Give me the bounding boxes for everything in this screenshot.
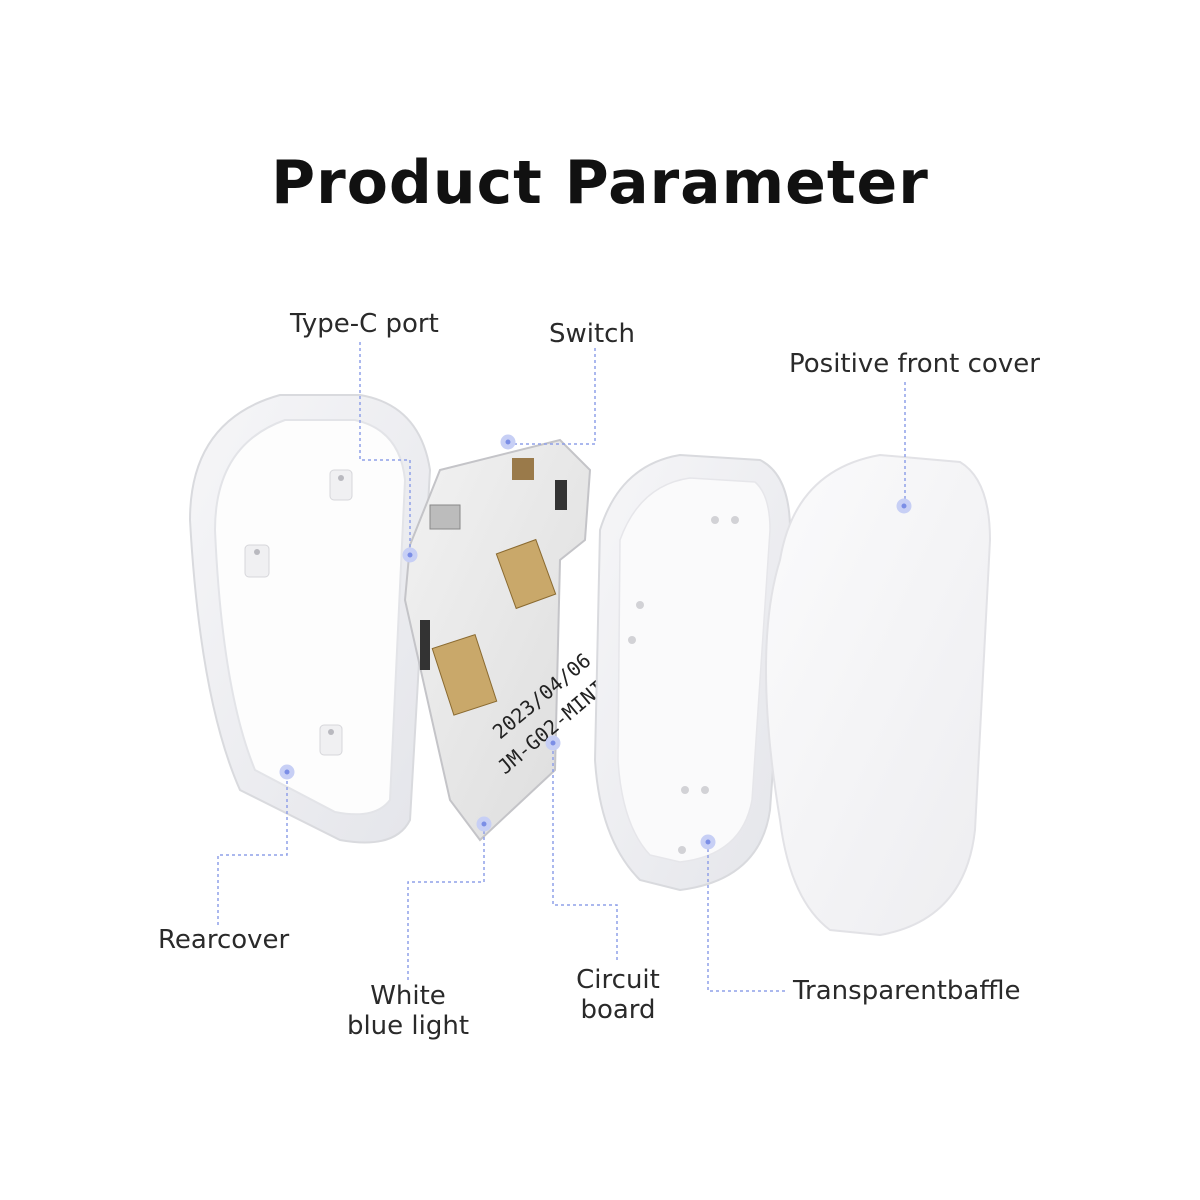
label-white-blue-light-line1: White: [370, 981, 446, 1011]
label-switch: Switch: [549, 319, 635, 349]
dot-circuit-board: [545, 735, 561, 751]
label-type-c-port: Type-C port: [290, 309, 439, 339]
leader-circuit-board: [552, 743, 618, 960]
circuit-board: 2023/04/06 JM-G02-MINI: [403, 438, 610, 842]
indicator-dots: [279, 434, 912, 850]
page-title: Product Parameter: [271, 148, 929, 218]
leader-lines: [217, 342, 906, 992]
dot-type-c-port: [402, 547, 418, 563]
label-circuit-board: Circuit board: [563, 965, 673, 1025]
label-rearcover: Rearcover: [158, 925, 290, 955]
label-circuit-board-line1: Circuit: [576, 965, 660, 995]
label-transparent-baffle: Transparentbaffle: [793, 976, 1021, 1006]
dot-front-cover: [896, 498, 912, 514]
positive-front-cover: [765, 453, 992, 937]
dot-rearcover: [279, 764, 295, 780]
label-positive-front-cover: Positive front cover: [789, 349, 1040, 379]
leader-transparent-baffle: [707, 842, 785, 992]
rear-cover: [188, 394, 432, 844]
label-white-blue-light-line2: blue light: [346, 1011, 470, 1041]
dot-switch: [500, 434, 516, 450]
dot-white-blue-light: [476, 816, 492, 832]
transparent-baffle: [593, 453, 792, 892]
dot-transparent-baffle: [700, 834, 716, 850]
label-circuit-board-line2: board: [580, 995, 656, 1025]
leader-white-blue-light: [407, 824, 485, 980]
label-white-blue-light: White blue light: [338, 981, 478, 1041]
leader-rearcover: [217, 772, 288, 925]
leader-switch: [508, 348, 596, 445]
